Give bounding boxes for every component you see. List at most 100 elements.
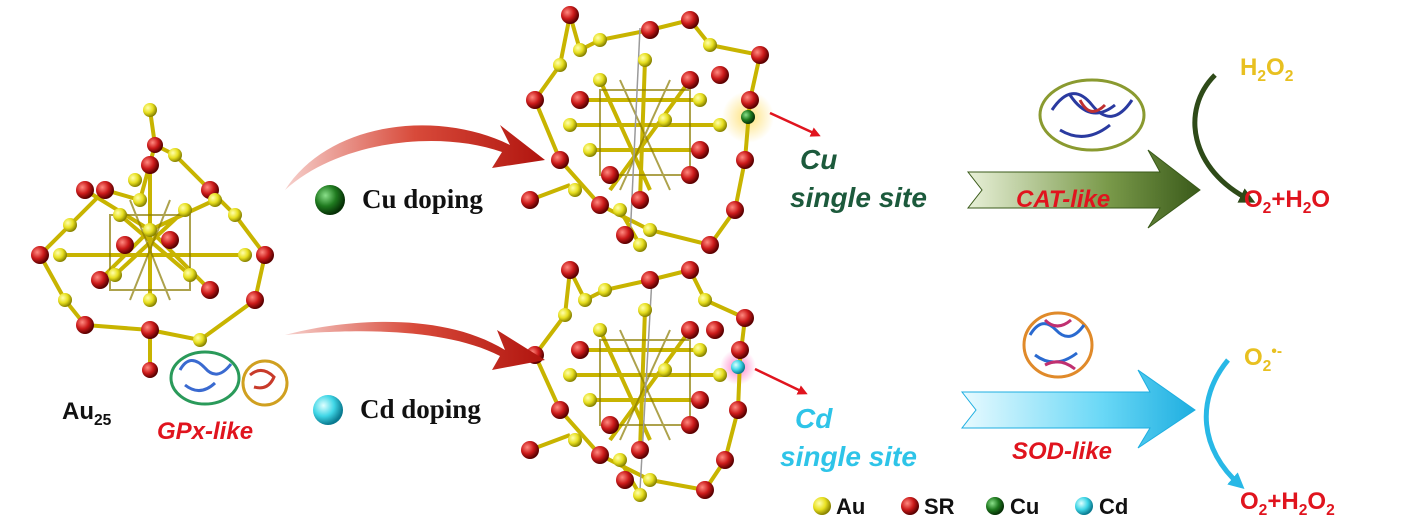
- cd-atom: [681, 416, 699, 434]
- sod-reactant-o: O: [1244, 344, 1263, 371]
- cd-atom: [641, 271, 659, 289]
- au25-label-main: Au: [62, 398, 94, 425]
- au25-atom: [116, 236, 134, 254]
- sod-reaction-arrow: [1203, 358, 1245, 489]
- cat-like-arrow: [966, 149, 1201, 229]
- au25-atoms: [31, 103, 274, 378]
- cu-doping-label: Cu doping: [362, 184, 483, 214]
- cu-atom: [741, 91, 759, 109]
- gpx-like-label: GPx-like: [157, 418, 254, 445]
- cd-atom: [731, 341, 749, 359]
- cd-atom: [551, 401, 569, 419]
- cu-atom: [563, 118, 577, 132]
- cu-atom: [681, 166, 699, 184]
- au25-atom: [76, 316, 94, 334]
- sod-reactant-sup: •-: [1271, 343, 1283, 360]
- legend-atoms: [813, 497, 1093, 515]
- cd-atom: [696, 481, 714, 499]
- cu-atom: [681, 11, 699, 29]
- au25-label: Au25: [62, 398, 111, 429]
- cu-atom: [751, 46, 769, 64]
- au25-atom: [143, 103, 157, 117]
- cu-atom: [701, 236, 719, 254]
- cd-cluster-atoms: [521, 261, 754, 502]
- cu-atom: [551, 151, 569, 169]
- cd-atom: [616, 471, 634, 489]
- cu-atom: [616, 226, 634, 244]
- cu-atom: [526, 91, 544, 109]
- cu-dopant-ball: [315, 185, 345, 215]
- legend-sr-atom: [901, 497, 919, 515]
- sod-product-sub2: 2: [1298, 501, 1308, 519]
- legend-au-label: Au: [836, 494, 866, 519]
- sod-enzyme-structure: [1022, 311, 1094, 379]
- cu-atom: [633, 238, 647, 252]
- cu-atom: [681, 71, 699, 89]
- sod-product-sub3: 2: [1326, 501, 1335, 519]
- cd-atom: [568, 433, 582, 447]
- cu-atom: [693, 93, 707, 107]
- au25-atom: [96, 181, 114, 199]
- cu-atom: [741, 110, 755, 124]
- cat-reactant: H2O2: [1240, 54, 1294, 85]
- au25-atom: [183, 268, 197, 282]
- cat-product-o: O: [1244, 186, 1263, 213]
- cu-atom: [561, 6, 579, 24]
- cd-atom: [593, 323, 607, 337]
- cd-atom: [631, 441, 649, 459]
- cu-atom: [521, 191, 539, 209]
- au25-atom: [143, 223, 157, 237]
- cat-product-sub2: 2: [1302, 199, 1312, 217]
- cat-like-label: CAT-like: [1016, 186, 1111, 213]
- cd-atom: [521, 441, 539, 459]
- au25-atom: [76, 181, 94, 199]
- cu-atom: [601, 166, 619, 184]
- cu-atom: [726, 201, 744, 219]
- sod-like-label: SOD-like: [1012, 438, 1113, 465]
- cu-atom: [643, 223, 657, 237]
- cd-doping-arrow: [285, 321, 545, 370]
- legend-cu-atom: [986, 497, 1004, 515]
- sod-product-o: O: [1240, 488, 1259, 515]
- cu-atom: [711, 66, 729, 84]
- cd-atom: [633, 488, 647, 502]
- cd-atom: [591, 446, 609, 464]
- cd-atom: [716, 451, 734, 469]
- cu-single-site-line1: Cu: [800, 144, 838, 175]
- au25-atom: [147, 137, 163, 153]
- au25-atom: [91, 271, 109, 289]
- cat-reactant-sub2: 2: [1284, 67, 1294, 85]
- au25-atom: [128, 173, 142, 187]
- cu-doping-arrow: [285, 125, 545, 190]
- au25-atom: [63, 218, 77, 232]
- au25-atom: [201, 281, 219, 299]
- cu-atom: [691, 141, 709, 159]
- cat-product-plus-h: +H: [1271, 186, 1303, 213]
- cd-single-site-line2: single site: [780, 441, 917, 472]
- au25-atom: [53, 248, 67, 262]
- cat-enzyme-structure: [1038, 78, 1146, 152]
- au25-atom: [178, 203, 192, 217]
- cu-atom: [593, 73, 607, 87]
- cat-product-tail: O: [1311, 186, 1331, 213]
- au25-atom: [193, 333, 207, 347]
- au25-atom: [238, 248, 252, 262]
- au25-atom: [168, 148, 182, 162]
- au25-atom: [58, 293, 72, 307]
- au25-atom: [141, 156, 159, 174]
- cat-reactant-h: H: [1240, 54, 1258, 81]
- cat-product: O2+H2O: [1244, 186, 1331, 217]
- au25-atom: [141, 321, 159, 339]
- cu-atom: [638, 53, 652, 67]
- cat-product-sub1: 2: [1262, 199, 1272, 217]
- au25-atom: [228, 208, 242, 222]
- cd-atom: [601, 416, 619, 434]
- au25-atom: [113, 208, 127, 222]
- cd-doping-label: Cd doping: [360, 394, 481, 424]
- sod-product-o2: O: [1307, 488, 1327, 515]
- cd-atom: [598, 283, 612, 297]
- cd-atom: [658, 363, 672, 377]
- au25-atom: [208, 193, 222, 207]
- cd-atom: [691, 391, 709, 409]
- cd-atom: [558, 308, 572, 322]
